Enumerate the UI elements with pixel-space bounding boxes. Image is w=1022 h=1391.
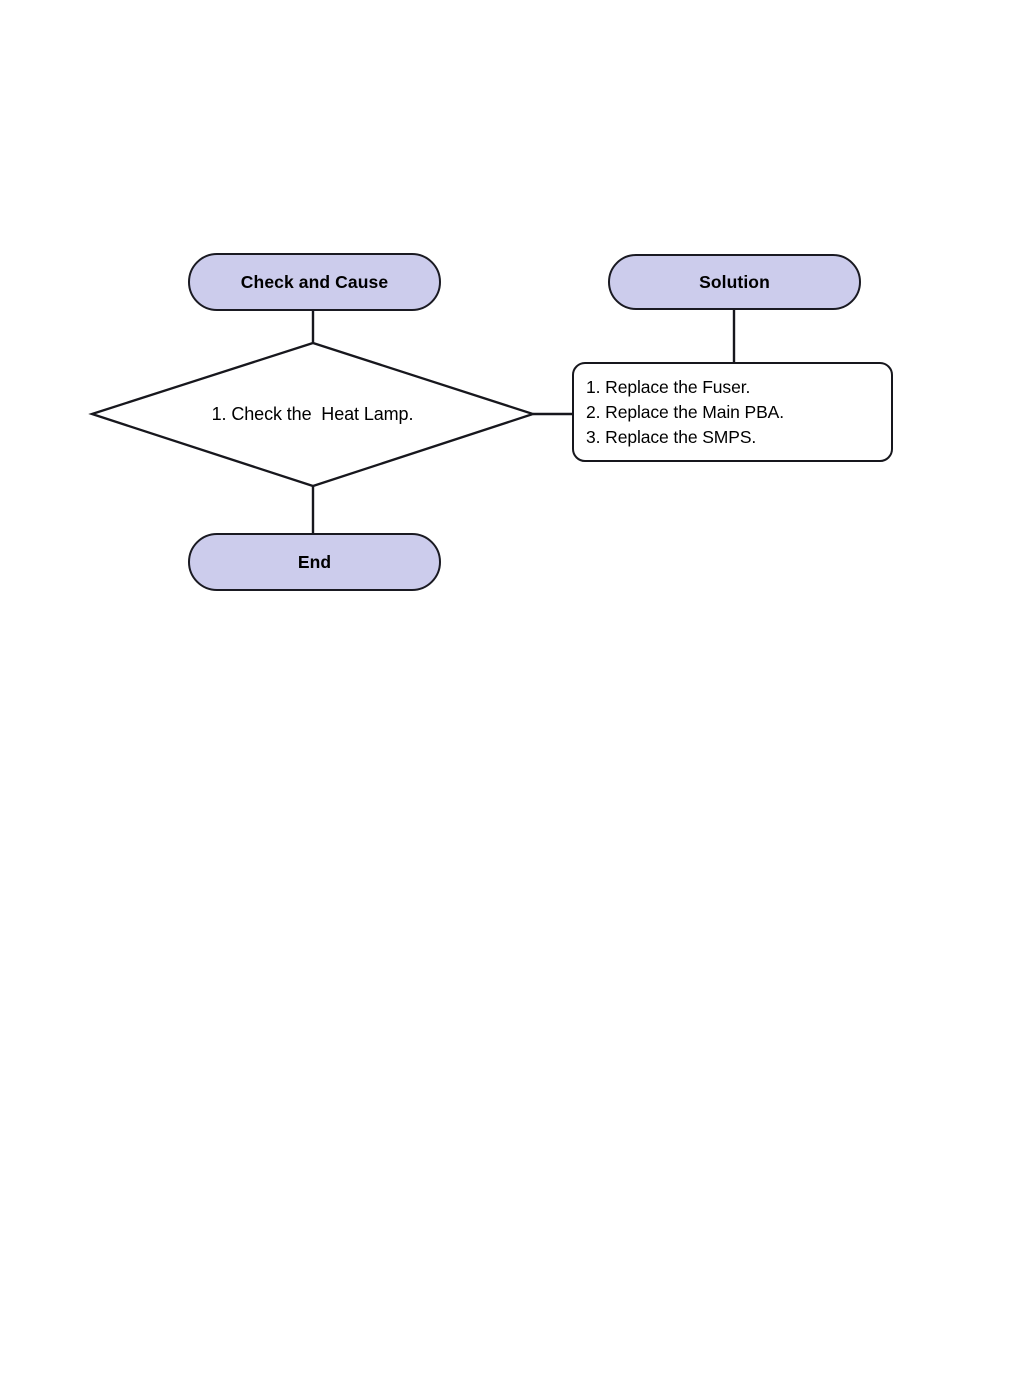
solution-step-1: 1. Replace the Fuser.: [586, 377, 751, 397]
node-solution-label: Solution: [699, 271, 770, 292]
node-solution-list[interactable]: 1. Replace the Fuser. 2. Replace the Mai…: [572, 362, 893, 462]
node-check-and-cause[interactable]: Check and Cause: [188, 253, 441, 311]
node-decision-label: 1. Check the Heat Lamp.: [211, 404, 414, 424]
solution-step-3: 3. Replace the SMPS.: [586, 427, 757, 447]
node-end[interactable]: End: [188, 533, 441, 591]
node-end-label: End: [297, 551, 332, 572]
solution-step-2: 2. Replace the Main PBA.: [586, 402, 784, 422]
node-decision[interactable]: 1. Check the Heat Lamp.: [92, 342, 533, 487]
node-check-and-cause-label: Check and Cause: [240, 271, 389, 292]
node-solution[interactable]: Solution: [608, 254, 861, 310]
